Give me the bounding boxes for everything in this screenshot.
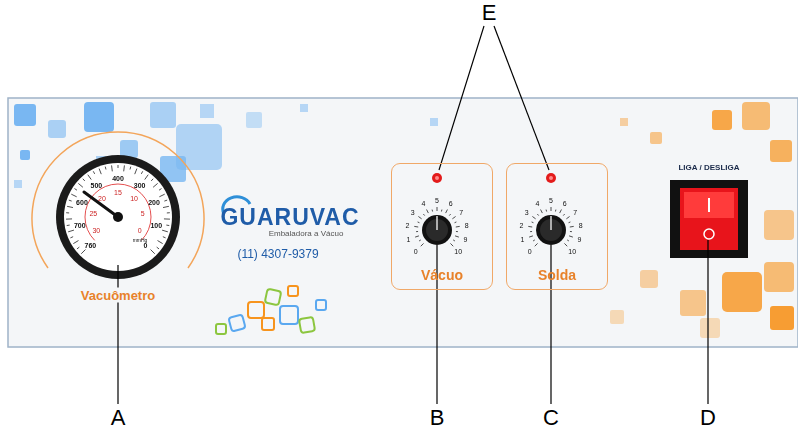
panel-text: 7	[573, 209, 577, 216]
panel-text: 100	[150, 221, 162, 228]
panel-text: Vacuômetro	[78, 288, 158, 303]
panel-text: 600	[76, 199, 88, 206]
panel-text: Embaladora a Vácuo	[269, 230, 344, 238]
knob-label: Solda	[507, 267, 607, 283]
panel-text: 9	[464, 236, 468, 243]
panel-text: 25	[89, 209, 97, 216]
callout-letter: A	[111, 407, 126, 429]
knob-label: Vácuo	[392, 267, 492, 283]
panel-text: 400	[112, 175, 124, 182]
panel-text: 200	[148, 199, 160, 206]
panel-text: 20	[98, 194, 106, 201]
panel-text: LIGA / DESLIGA	[678, 164, 739, 172]
panel-text: 4	[535, 200, 539, 207]
panel-text: 8	[579, 222, 583, 229]
panel-text: 6	[449, 200, 453, 207]
panel-text: 7	[459, 209, 463, 216]
knob-box: Vácuo	[391, 163, 493, 290]
callout-letter: C	[543, 407, 559, 429]
callout-letter: E	[482, 2, 497, 24]
panel-text: 1	[521, 236, 525, 243]
panel-text: 30	[92, 226, 100, 233]
panel-text: 0	[528, 248, 532, 255]
panel-text: mmHg	[133, 238, 148, 243]
panel-text: 10	[454, 248, 462, 255]
panel-text: 8	[465, 222, 469, 229]
panel-text: 1	[407, 236, 411, 243]
panel-text: 3	[525, 209, 529, 216]
panel-text: (11) 4307-9379	[237, 248, 318, 260]
panel-text: 760	[85, 241, 97, 248]
panel-text: 3	[411, 209, 415, 216]
panel-text: 0	[138, 226, 142, 233]
panel-text: 500	[90, 181, 102, 188]
panel-text: 4	[421, 200, 425, 207]
panel-text: 2	[519, 222, 523, 229]
panel-text: 2	[405, 222, 409, 229]
panel-text: 700	[74, 221, 86, 228]
knob-box: Solda	[506, 163, 608, 290]
panel-text: 0	[414, 248, 418, 255]
panel-text: 9	[578, 236, 582, 243]
panel-text: 10	[568, 248, 576, 255]
panel-text: 5	[435, 197, 439, 204]
callout-letter: B	[430, 407, 445, 429]
panel-text: 15	[114, 189, 122, 196]
panel-text: 5	[549, 197, 553, 204]
callout-letter: D	[700, 407, 716, 429]
panel-text: 10	[130, 194, 138, 201]
panel-text: 300	[134, 181, 146, 188]
panel-text: 6	[563, 200, 567, 207]
panel-text: GUARUVAC	[220, 206, 359, 229]
panel-text: 5	[141, 209, 145, 216]
